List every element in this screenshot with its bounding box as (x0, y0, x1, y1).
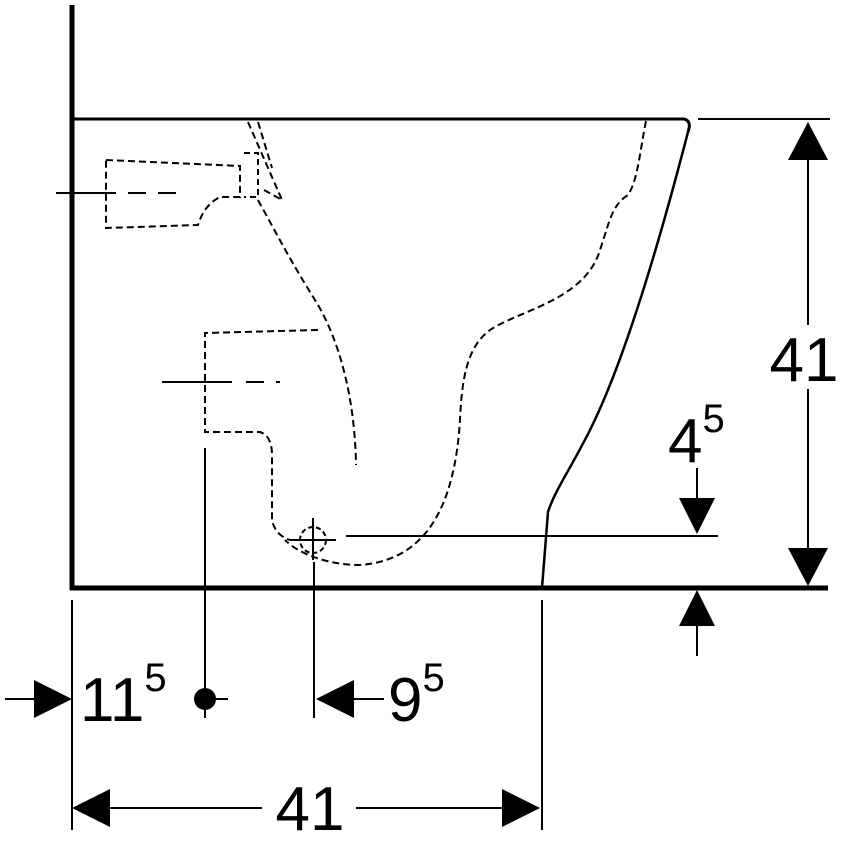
height-value: 41 (770, 326, 839, 395)
bowl-interior-front (284, 120, 647, 567)
waste-to-outlet-sup: 5 (422, 656, 444, 700)
height-arrow-top (788, 122, 828, 160)
outlet-dim-arrow (316, 680, 354, 718)
outlet-height-label: 45 (668, 397, 725, 476)
depth-value: 41 (276, 775, 345, 844)
depth-arrow-right (502, 789, 540, 827)
waste-point (194, 688, 216, 710)
wall-to-waste-sup: 5 (144, 656, 166, 700)
inlet-flange (244, 152, 259, 198)
rim-channel (247, 121, 283, 201)
outlet-height-arrow-down (679, 498, 715, 534)
height-arrow-bottom (788, 548, 828, 586)
wall-dim-arrow (34, 680, 72, 718)
waste-to-outlet-base: 9 (388, 666, 422, 735)
bowl-front-outline (540, 131, 690, 589)
waste-to-outlet-label: 95 (388, 656, 445, 735)
outlet-height-base: 4 (668, 407, 702, 476)
wall-to-waste-base: 11 (80, 666, 144, 735)
outlet-height-sup: 5 (702, 397, 724, 441)
waste-outlet (204, 329, 319, 541)
depth-arrow-left (72, 789, 110, 827)
inlet-connector (105, 158, 241, 230)
trap-back-wall (257, 199, 357, 466)
bowl-top-edge (72, 117, 691, 133)
outlet-height-arrow-up (679, 590, 715, 626)
wall-to-waste-label: 115 (80, 656, 167, 735)
